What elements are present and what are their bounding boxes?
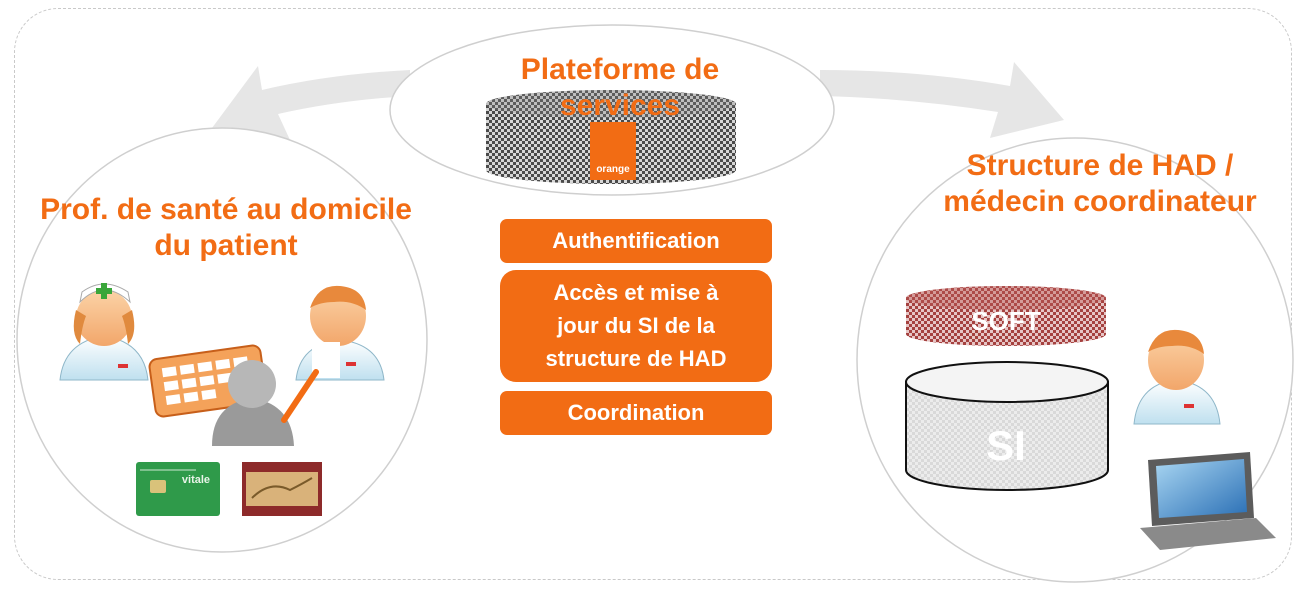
dashed-frame [14, 8, 1292, 580]
nurse-icon [59, 283, 149, 381]
arrow-right [820, 62, 1064, 138]
presenter-icon [212, 360, 319, 446]
laptop-icon [1140, 452, 1276, 550]
right-title: Structure de HAD / médecin coordinateur [943, 149, 1257, 218]
orange-logo [590, 122, 636, 180]
doctor-icon-right [1133, 329, 1221, 425]
pill-authentification: Authentification [500, 219, 772, 263]
platform-title: Plateforme de services [520, 53, 720, 122]
orange-logo-text: orange [596, 164, 630, 175]
left-title: Prof. de santé au domicile du patient [40, 193, 412, 262]
soft-cylinder [906, 286, 1106, 346]
left-circle [16, 127, 428, 553]
health-card-icon [242, 462, 322, 516]
pill-coordination: Coordination [500, 391, 772, 435]
vitale-card-text: vitale [181, 474, 211, 486]
vitale-card-icon [136, 462, 220, 516]
soft-label: SOFT [971, 306, 1041, 336]
si-cylinder [905, 361, 1109, 491]
pill-acces-si: Accès et mise à jour du SI de la structu… [500, 270, 772, 382]
si-label: SI [986, 422, 1026, 469]
arrow-left [212, 66, 410, 140]
